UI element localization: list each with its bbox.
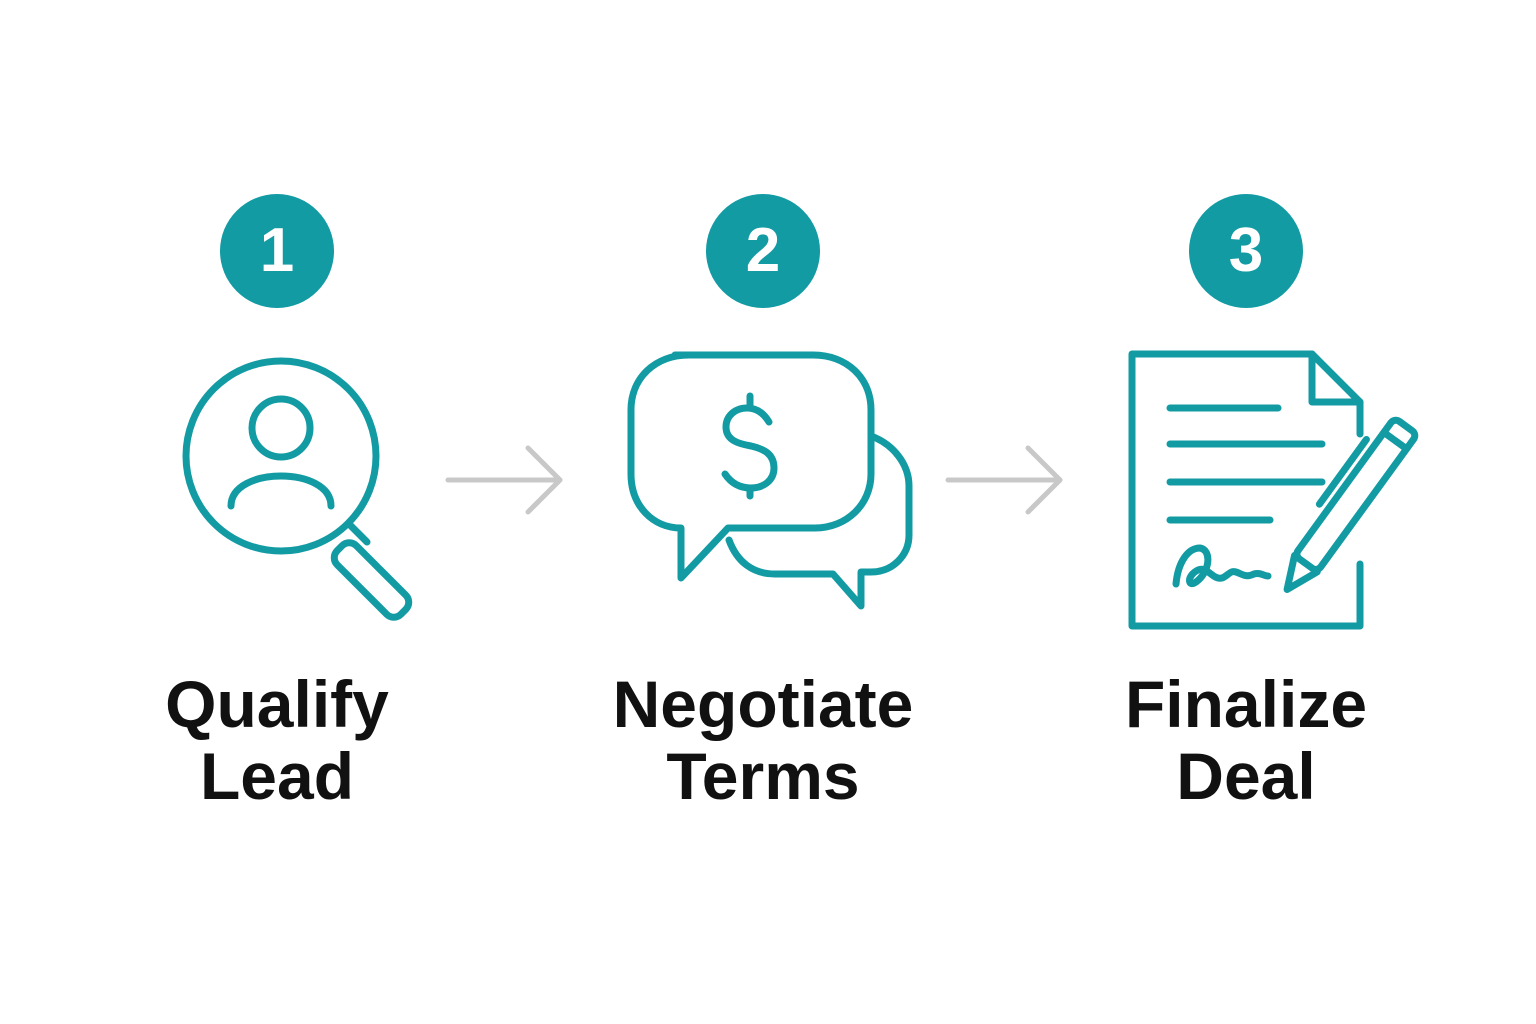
step-label: Negotiate Terms: [563, 668, 963, 812]
step-number: 2: [745, 216, 781, 285]
step-label-line1: Negotiate: [612, 667, 914, 741]
step-finalize-deal: 3: [1046, 0, 1446, 1024]
step-number-badge: 3: [1189, 194, 1303, 308]
step-label-line2: Deal: [1176, 739, 1316, 813]
step-number: 1: [259, 216, 295, 285]
step-label-line1: Finalize: [1124, 667, 1368, 741]
step-label: Finalize Deal: [1046, 668, 1446, 812]
step-number: 3: [1228, 216, 1264, 285]
step-label-line1: Qualify: [165, 667, 389, 741]
dollar-chat-icon: [627, 351, 913, 610]
arrow-right-icon: [445, 445, 563, 515]
step-number-badge: 1: [220, 194, 334, 308]
step-label-line2: Terms: [666, 739, 860, 813]
step-label-line2: Lead: [199, 739, 355, 813]
step-number-badge: 2: [706, 194, 820, 308]
signed-document-icon: [1128, 350, 1419, 630]
step-label: Qualify Lead: [77, 668, 477, 812]
step-qualify-lead: 1 Qualify Lead: [77, 0, 477, 1024]
step-negotiate-terms: 2 Negotiate Terms: [563, 0, 963, 1024]
arrow-right-icon: [945, 445, 1063, 515]
user-search-icon: [182, 357, 413, 621]
